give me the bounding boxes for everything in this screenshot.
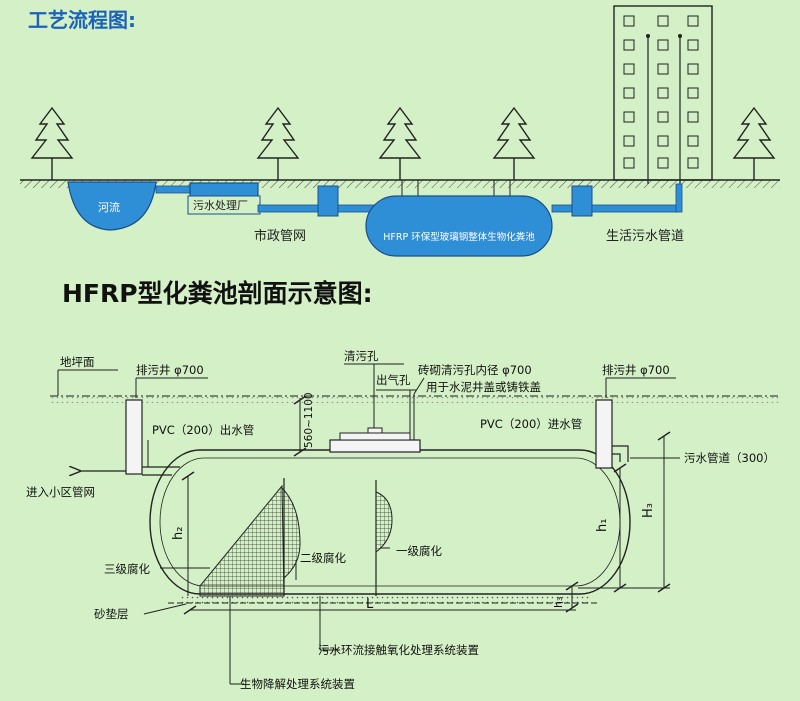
svg-text:H₃: H₃ <box>641 503 656 518</box>
ground-line <box>20 179 780 188</box>
svg-text:污水管道（300）: 污水管道（300） <box>684 451 775 465</box>
ground-label: 地坪面 <box>60 355 95 369</box>
drain-well-right <box>595 399 613 469</box>
tree-icon <box>30 106 74 180</box>
svg-text:污水环流接触氧化处理系统装置: 污水环流接触氧化处理系统装置 <box>318 643 479 657</box>
svg-text:L: L <box>366 597 374 612</box>
clean-hole-cover <box>329 439 421 453</box>
svg-text:一级腐化: 一级腐化 <box>396 544 442 558</box>
svg-text:用于水泥井盖或铸铁盖: 用于水泥井盖或铸铁盖 <box>426 380 541 394</box>
manhole <box>317 185 339 217</box>
stage2-media <box>375 491 393 554</box>
svg-text:PVC（200）出水管: PVC（200）出水管 <box>152 423 254 437</box>
tank <box>365 195 553 257</box>
depth-label: 560~1100 <box>303 392 315 448</box>
river-label: 河流 <box>98 200 120 214</box>
tank-label: HFRP 环保型玻璃钢整体生物化粪池 <box>383 231 535 243</box>
municipal-network-label: 市政管网 <box>254 228 306 244</box>
tree-icon <box>378 106 422 180</box>
domestic-pipe-label: 生活污水管道 <box>606 229 684 244</box>
section-title: HFRP型化粪池剖面示意图: <box>62 279 373 308</box>
stage3-media <box>199 484 285 597</box>
section-ground <box>50 395 780 403</box>
svg-text:三级腐化: 三级腐化 <box>104 562 150 576</box>
svg-text:h₂: h₂ <box>171 527 186 540</box>
svg-text:进入小区管网: 进入小区管网 <box>26 485 95 499</box>
treatment-plant-label: 污水处理厂 <box>193 199 248 212</box>
manhole <box>571 185 593 217</box>
flow-title: 工艺流程图: <box>28 8 136 32</box>
river <box>67 181 157 231</box>
svg-text:清污孔: 清污孔 <box>344 349 379 363</box>
svg-text:出气孔: 出气孔 <box>376 373 411 387</box>
svg-text:砂垫层: 砂垫层 <box>94 607 129 621</box>
svg-text:生物降解处理系统装置: 生物降解处理系统装置 <box>240 677 355 691</box>
drain-well-left <box>125 399 143 475</box>
svg-text:排污井 φ700: 排污井 φ700 <box>602 363 670 377</box>
svg-text:二级腐化: 二级腐化 <box>300 551 346 565</box>
tree-icon <box>492 106 536 180</box>
tree-icon <box>732 106 776 180</box>
sand-layer <box>180 596 590 604</box>
building-icon <box>613 5 713 184</box>
svg-text:h₃: h₃ <box>552 597 565 608</box>
svg-text:砖砌清污孔内径 φ700: 砖砌清污孔内径 φ700 <box>418 363 532 377</box>
svg-text:PVC（200）进水管: PVC（200）进水管 <box>480 417 582 431</box>
svg-text:h₁: h₁ <box>595 519 610 532</box>
tree-icon <box>256 106 300 180</box>
svg-text:排污井 φ700: 排污井 φ700 <box>136 363 204 377</box>
septic-tank-body <box>149 449 631 595</box>
